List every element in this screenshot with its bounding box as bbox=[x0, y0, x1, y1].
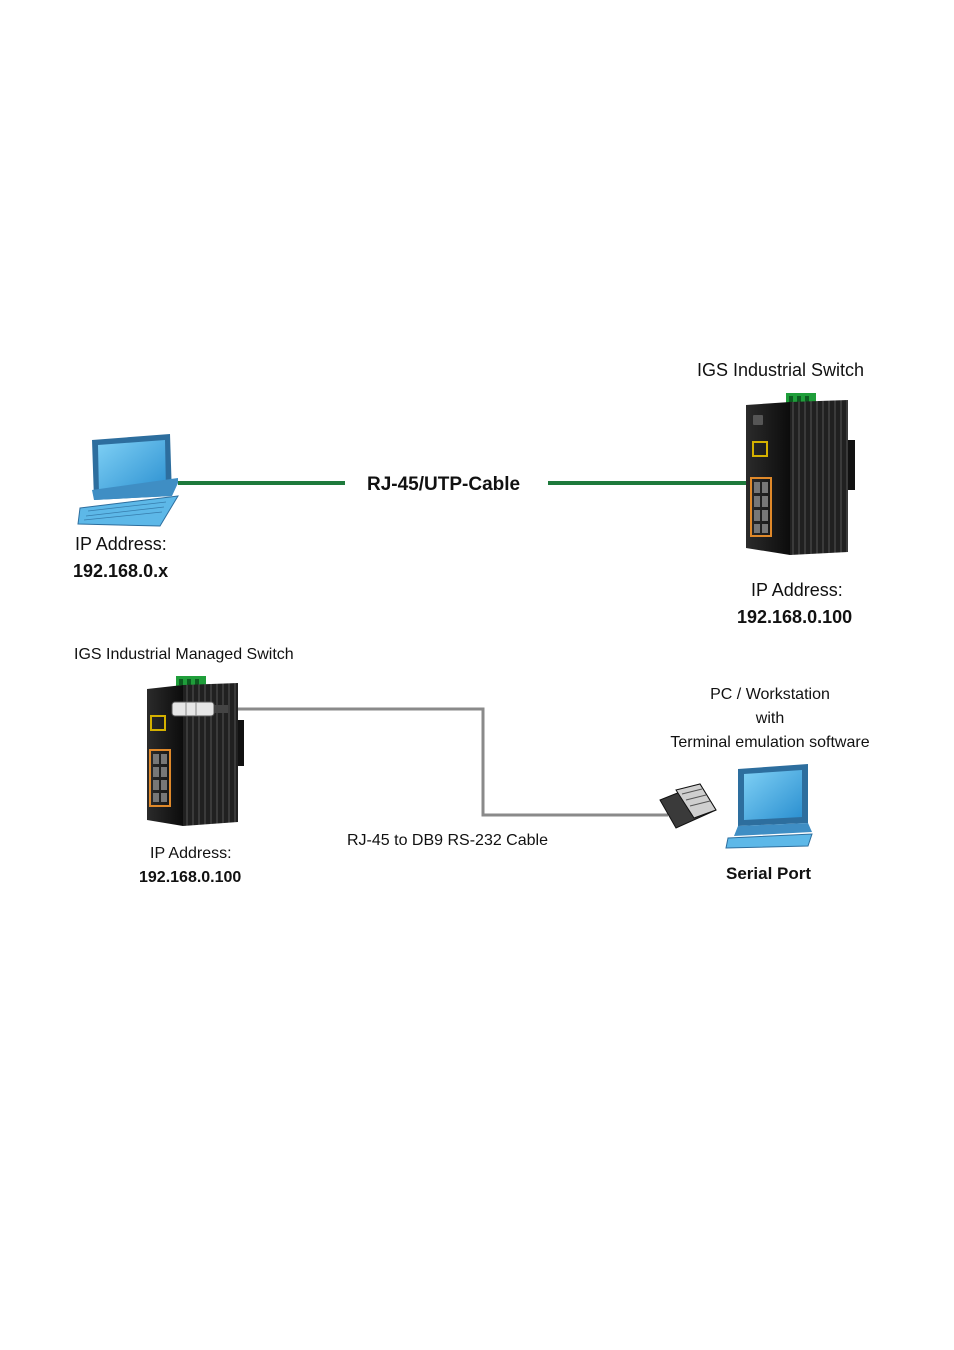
cable-label: RJ-45/UTP-Cable bbox=[367, 474, 521, 495]
rj45-connector-icon bbox=[659, 783, 717, 829]
pc-title-line2: with bbox=[755, 710, 785, 727]
managed-switch-ip-label: IP Address: bbox=[150, 845, 232, 862]
serial-port-label: Serial Port bbox=[726, 864, 812, 883]
switch-ip-label: IP Address: bbox=[751, 580, 843, 600]
console-plug-icon bbox=[171, 701, 228, 717]
industrial-switch-icon bbox=[746, 393, 855, 555]
pc-title-line1: PC / Workstation bbox=[710, 686, 830, 703]
industrial-switch-icon bbox=[147, 676, 244, 826]
pc-title-line3: Terminal emulation software bbox=[670, 734, 870, 751]
managed-switch-ip-value: 192.168.0.100 bbox=[139, 869, 242, 886]
switch-title: IGS Industrial Switch bbox=[697, 360, 865, 380]
managed-switch-title: IGS Industrial Managed Switch bbox=[74, 646, 294, 663]
switch-ip-value: 192.168.0.100 bbox=[737, 607, 853, 627]
pc-ip-value: 192.168.0.x bbox=[73, 561, 169, 581]
laptop-icon bbox=[77, 434, 179, 527]
console-cable-label: RJ-45 to DB9 RS-232 Cable bbox=[347, 832, 548, 849]
desktop-pc-icon bbox=[725, 764, 813, 849]
console-cable-line bbox=[233, 707, 668, 817]
pc-ip-label: IP Address: bbox=[75, 534, 167, 554]
